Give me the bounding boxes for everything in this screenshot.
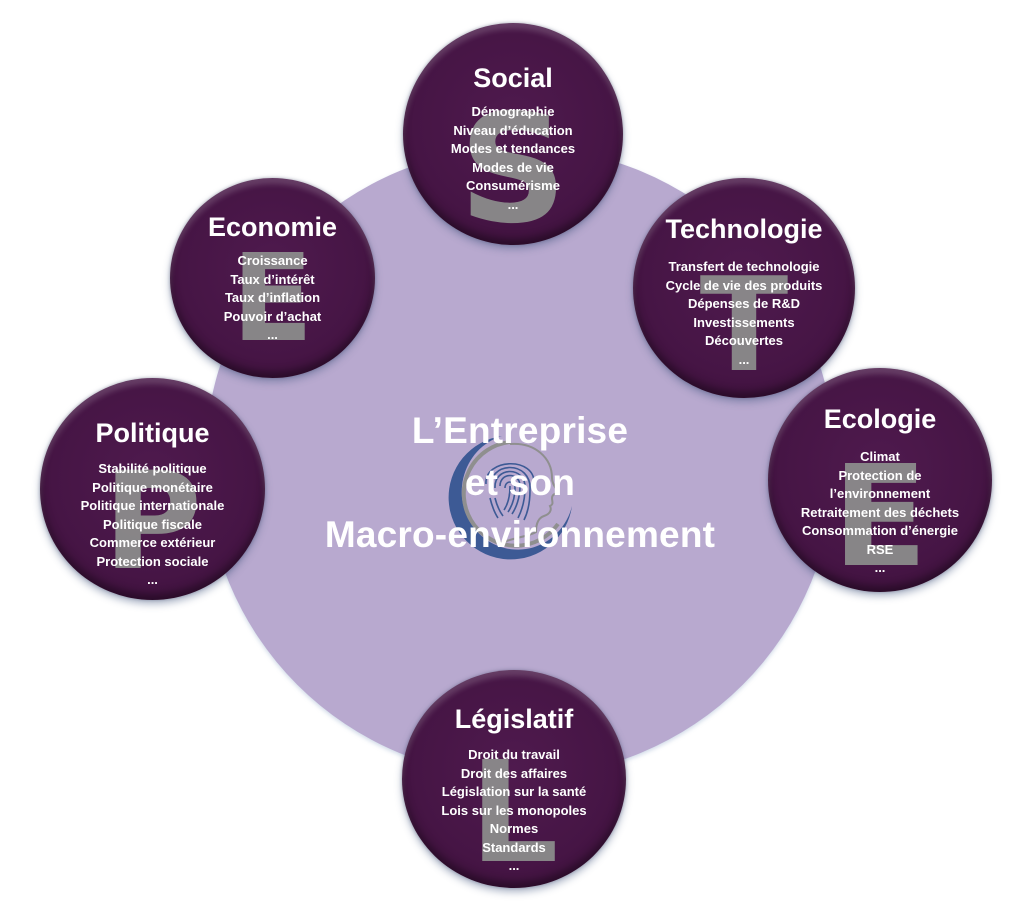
list-item: Politique fiscale [103,516,202,532]
letter-t-watermark: T [699,249,789,398]
list-item: Protection sociale [96,553,209,569]
list-item: Politique monétaire [92,479,213,495]
list-item: ... [507,196,519,212]
list-item: Modes de vie [472,159,554,175]
list-item: Modes et tendances [450,141,576,156]
node-title: Technologie [665,214,823,244]
letter-p-watermark: P [103,443,202,600]
list-item: Standards [482,839,546,855]
node-items: Transfert de technologie Cycle de vie de… [633,258,855,369]
list-item: Taux d’intérêt [230,271,315,287]
node-title: Social [473,63,553,93]
list-item: Découvertes [704,333,784,348]
list-item: RSE [866,541,894,557]
list-item: Retraitement des déchets [800,504,960,520]
center-title-line-2: et son [464,462,576,503]
node-items: Croissance Taux d’intérêt Taux d’inflati… [170,252,375,345]
list-item: Commerce extérieur [89,535,216,550]
node-title: Législatif [454,704,574,734]
list-item: Niveau d’éducation [453,122,573,138]
list-item: ... [508,858,520,873]
list-item: Droit des affaires [460,765,568,781]
list-item: l’environnement [829,486,931,501]
list-item: Croissance [237,253,308,268]
node-items: Droit du travail Droit des affaires Légi… [402,746,626,876]
node-ecologie: E Ecologie Climat Protection de l’enviro… [768,368,992,592]
list-item: Taux d’inflation [224,290,321,305]
list-item: Démographie [471,104,555,119]
node-politique: P Politique Stabilité politique Politiqu… [40,378,265,600]
list-item: Législation sur la santé [441,784,587,799]
node-title: Politique [95,418,210,448]
list-item: Stabilité politique [98,461,207,476]
node-items: Démographie Niveau d’éducation Modes et … [403,103,623,214]
list-item: Lois sur les monopoles [441,802,587,818]
list-item: Protection de [838,467,922,483]
list-item: ... [738,351,750,367]
list-item: Transfert de technologie [668,259,820,274]
letter-e-watermark: E [832,436,928,592]
list-item: Normes [489,821,539,836]
list-item: Investissements [693,314,795,330]
list-item: Politique internationale [80,498,225,513]
list-item: Pouvoir d’achat [223,308,322,324]
fingerprint-head-logo-icon [448,436,572,560]
node-legislatif: L Législatif Droit du travail Droit des … [402,670,626,888]
list-item: Dépenses de R&D [688,296,800,311]
node-economie: E Economie Croissance Taux d’intérêt Tau… [170,178,375,378]
node-social: S Social Démographie Niveau d’éducation … [403,23,623,245]
letter-l-watermark: L [469,732,559,888]
list-item: Climat [860,449,900,464]
node-title: Ecologie [823,404,937,434]
center-title-line-1: L’Entreprise [411,410,629,451]
list-item: Consumérisme [466,178,560,193]
node-title: Economie [207,212,338,242]
list-item: Droit du travail [468,747,560,762]
list-item: ... [874,560,886,575]
node-items: Stabilité politique Politique monétaire … [40,460,265,590]
list-item: ... [267,327,278,342]
list-item: ... [147,572,158,587]
list-item: Consommation d’énergie [801,523,959,538]
node-technologie: T Technologie Transfert de technologie C… [633,178,855,398]
list-item: Cycle de vie des produits [665,277,823,293]
letter-s-watermark: S [458,83,568,245]
center-title: L’Entreprise et son Macro-environnement [220,405,820,561]
letter-e-watermark: E [231,230,314,369]
center-title-line-3: Macro-environnement [324,514,716,555]
node-items: Climat Protection de l’environnement Ret… [768,448,992,578]
